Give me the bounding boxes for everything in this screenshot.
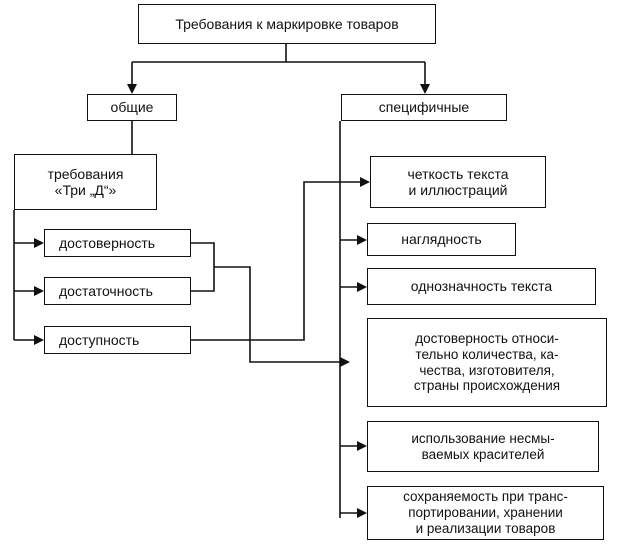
arrow-to-item-3 xyxy=(34,335,44,345)
specific-item-visibility: наглядность xyxy=(367,223,516,256)
arrow-to-general xyxy=(127,84,137,94)
connector-bracket xyxy=(191,242,215,292)
specific-item-durability: сохраняемость при транс- портировании, х… xyxy=(367,486,604,540)
general-item-sufficiency: достаточность xyxy=(44,277,191,305)
arrow-to-specific-5 xyxy=(357,441,367,451)
arrow-to-specific-3 xyxy=(357,282,367,292)
specific-item-clarity: четкость текста и иллюстраций xyxy=(370,156,546,208)
general-item-reliability: достоверность xyxy=(44,229,191,257)
arrow-to-specific-2 xyxy=(357,235,367,245)
specific-item-indelible-inks: использование несмы- ваемых красителей xyxy=(367,421,599,472)
arrow-to-specific xyxy=(420,84,430,94)
specific-item-unambiguity: однозначность текста xyxy=(367,268,596,305)
general-item-accessibility: доступность xyxy=(44,326,191,354)
arrow-to-item-2 xyxy=(34,286,44,296)
arrow-to-specific-6 xyxy=(357,508,367,518)
general-node: общие xyxy=(87,94,177,121)
arrow-to-item-1 xyxy=(34,238,44,248)
arrow-to-specific-4 xyxy=(340,357,350,367)
three-d-node: требования «Три „Д“» xyxy=(14,154,157,210)
specific-item-product-reliability: достоверность относи- тельно количества,… xyxy=(367,318,607,407)
arrow-to-specific-1 xyxy=(360,177,370,187)
connector-accessibility-to-clarity xyxy=(191,181,360,341)
connector-bracket-to-specific xyxy=(214,266,340,363)
specific-node: специфичные xyxy=(341,94,507,121)
root-node: Требования к маркировке товаров xyxy=(138,4,436,44)
